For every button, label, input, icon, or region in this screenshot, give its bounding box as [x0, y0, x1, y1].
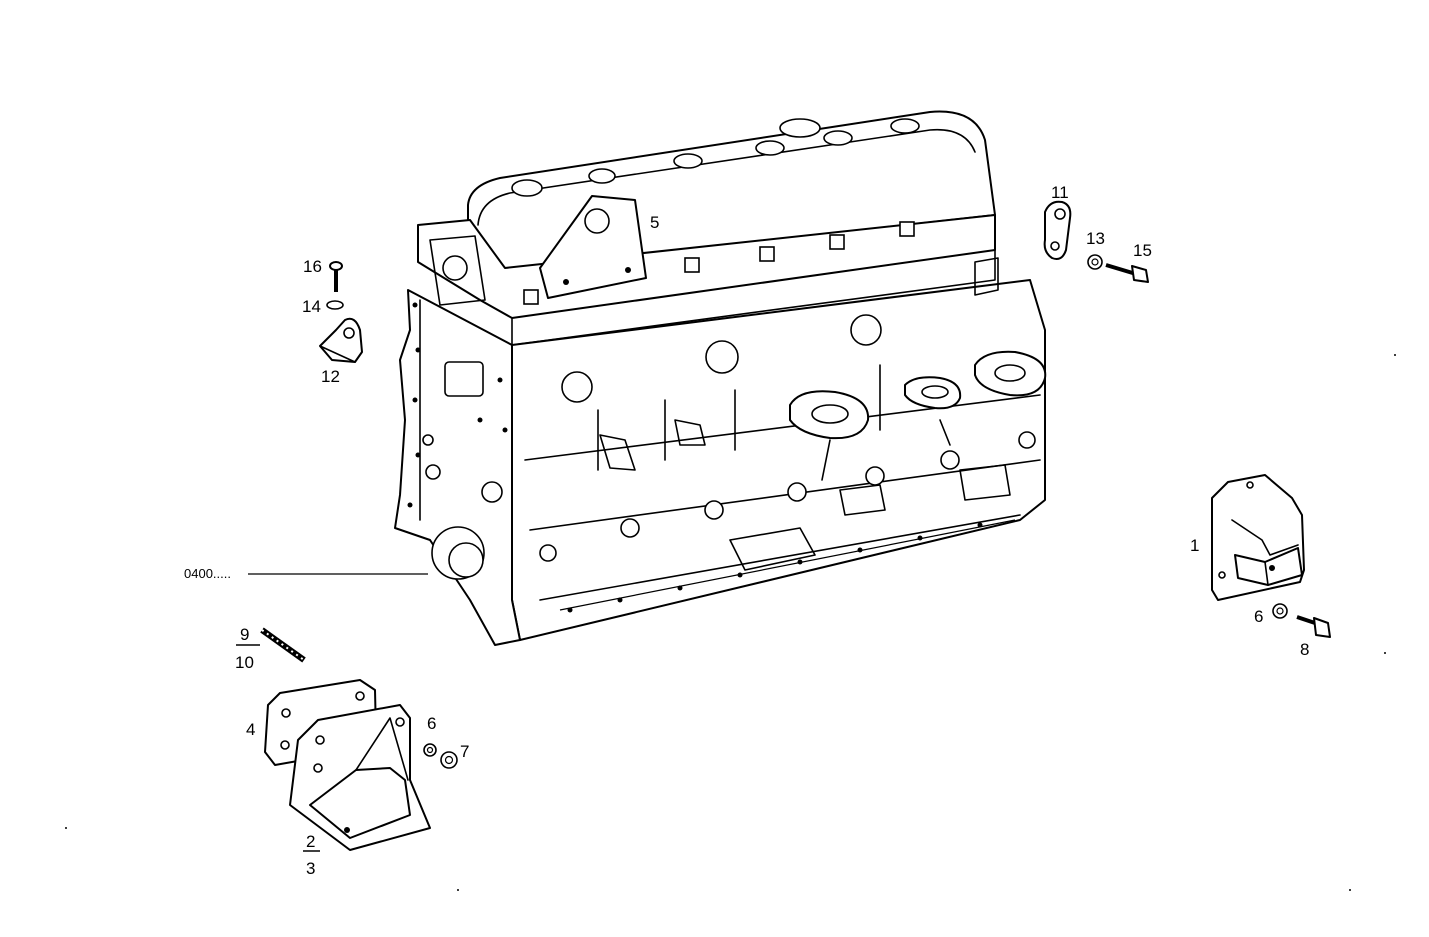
plate-washer-bolt-right — [1043, 200, 1149, 283]
stud-bolt — [260, 627, 306, 663]
callout-4: 4 — [246, 720, 255, 739]
callout-10: 10 — [235, 653, 254, 672]
lifting-bracket-front — [539, 195, 647, 299]
callout-15: 15 — [1133, 241, 1152, 260]
callout-7: 7 — [460, 742, 469, 761]
callout-12: 12 — [321, 367, 340, 386]
callout-11: 11 — [1051, 183, 1069, 202]
callout-8: 8 — [1300, 640, 1309, 659]
callout-2: 2 — [306, 832, 315, 851]
callout-13: 13 — [1086, 229, 1105, 248]
callout-16: 16 — [303, 257, 322, 276]
callout-1: 1 — [1190, 536, 1199, 555]
callout-14: 14 — [302, 297, 321, 316]
callout-3: 3 — [306, 859, 315, 878]
callout-6-left: 6 — [427, 714, 436, 733]
right-engine-mount — [1211, 474, 1331, 638]
reference-label-0400: 0400..... — [184, 566, 231, 581]
small-bracket-assembly — [319, 261, 363, 363]
callout-9: 9 — [240, 625, 249, 644]
callout-6-right: 6 — [1254, 607, 1263, 626]
left-engine-mount — [289, 704, 458, 851]
engine-block — [394, 110, 1047, 646]
callout-5: 5 — [650, 213, 659, 232]
